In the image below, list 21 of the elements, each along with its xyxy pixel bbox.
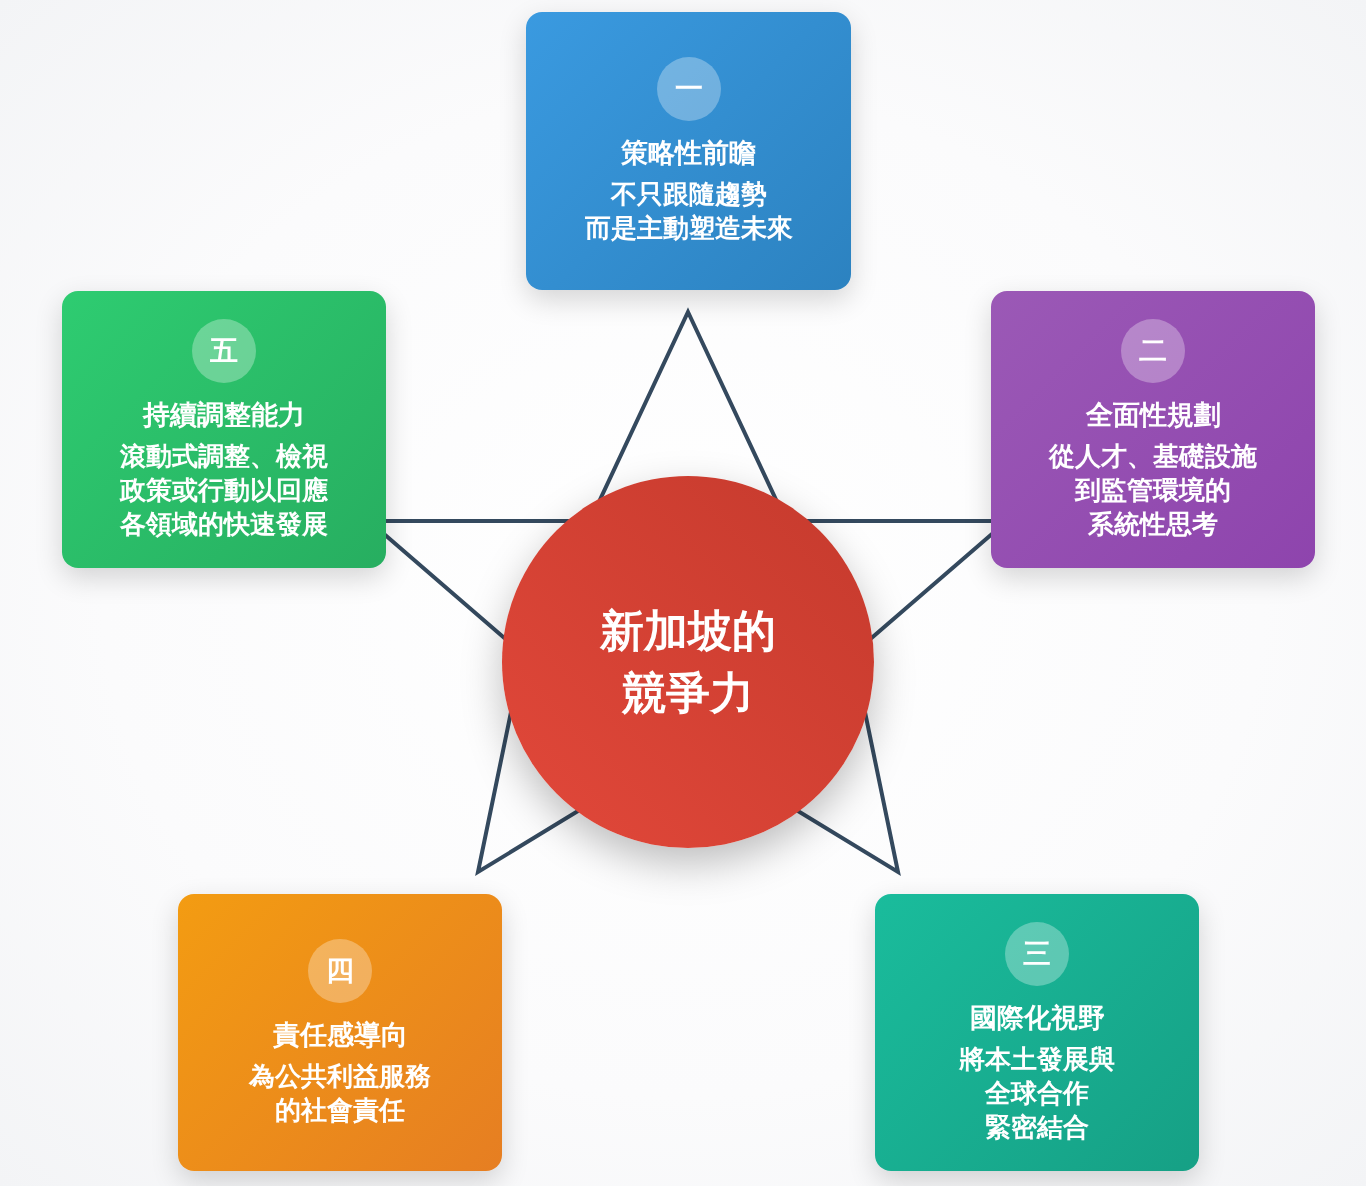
card-title: 持續調整能力	[143, 397, 305, 432]
number-badge: 三	[1005, 921, 1069, 986]
card-description: 從人才、基礎設施到監管環境的系統性思考	[1049, 439, 1257, 541]
info-card	[178, 894, 502, 1171]
info-card	[526, 12, 851, 290]
number-badge: 一	[656, 57, 721, 121]
card-description: 將本土發展與全球合作緊密結合	[959, 1042, 1115, 1144]
info-card	[991, 291, 1315, 568]
number-badge: 五	[192, 318, 256, 383]
card-title: 國際化視野	[969, 1000, 1105, 1035]
number-badge: 二	[1121, 318, 1185, 383]
info-card	[62, 291, 386, 568]
info-card	[875, 894, 1199, 1171]
card-description: 滾動式調整、檢視政策或行動以回應各領域的快速發展	[120, 439, 328, 541]
card-description: 為公共利益服務的社會責任	[249, 1059, 431, 1127]
card-description: 不只跟隨趨勢而是主動塑造未來	[584, 178, 793, 245]
card-title: 全面性規劃	[1085, 397, 1221, 432]
number-badge: 四	[308, 938, 372, 1003]
center-title: 新加坡的競爭力	[600, 604, 776, 720]
card-title: 責任感導向	[272, 1017, 408, 1052]
card-title: 策略性前瞻	[621, 136, 756, 170]
